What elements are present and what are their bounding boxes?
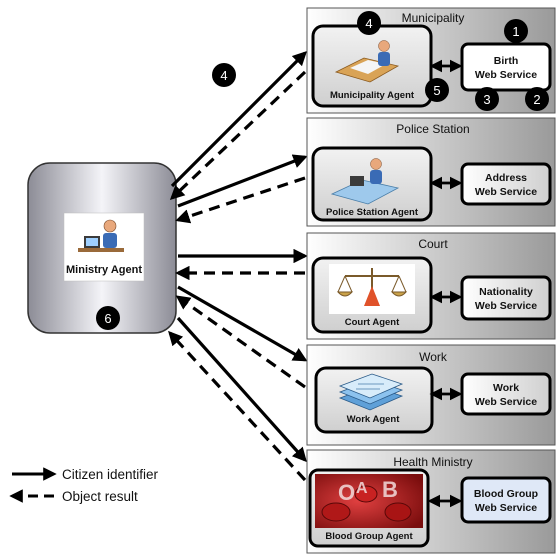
legend-solid-label: Citizen identifier <box>62 467 159 482</box>
agent-label: Municipality Agent <box>330 90 415 101</box>
svg-text:6: 6 <box>104 311 111 326</box>
legend: Citizen identifier Object result <box>9 467 159 504</box>
service-name: Birth <box>494 55 519 67</box>
arrow-request-work <box>177 285 308 362</box>
step-badge-4: 4 <box>357 11 381 35</box>
arrow-request-police <box>177 154 308 208</box>
connection-arrows <box>168 50 308 482</box>
svg-text:O: O <box>338 480 355 505</box>
svg-text:A: A <box>356 480 368 497</box>
svg-text:5: 5 <box>433 83 440 98</box>
panel-police-station: Police Station Police Station Agent Addr… <box>306 117 556 227</box>
arrow-result-health <box>168 330 307 482</box>
legend-dashed-label: Object result <box>62 489 138 504</box>
service-name: Address <box>485 172 527 184</box>
police-agent-icon <box>330 158 400 205</box>
step-badge-1: 1 <box>504 19 528 43</box>
panel-court: Court Court Agent Nationality Web Servic… <box>306 232 556 340</box>
panel-municipality: Municipality Municipality Agent 4 5 Birt… <box>306 7 556 114</box>
service-subtitle: Web Service <box>475 300 537 312</box>
service-subtitle: Web Service <box>475 502 537 514</box>
step-badge-5: 5 <box>425 78 449 102</box>
ministry-agent-icon <box>78 219 124 252</box>
svg-text:4: 4 <box>365 16 372 31</box>
arrow-result-work <box>175 295 306 389</box>
service-name: Work <box>493 382 519 394</box>
municipality-agent-icon <box>334 40 400 83</box>
ministry-agent-node: Ministry Agent 6 <box>27 162 177 334</box>
svg-text:1: 1 <box>512 24 519 39</box>
blood-cells-icon: O A B <box>315 474 423 528</box>
panel-title: Municipality <box>402 11 465 25</box>
arrow-result-police <box>175 176 306 224</box>
step-badge-3: 3 <box>475 87 499 111</box>
service-name: Nationality <box>479 286 533 298</box>
step-badge-2: 2 <box>525 87 549 111</box>
ministry-agent-label: Ministry Agent <box>66 264 142 276</box>
arrow-result-municipality <box>169 70 307 200</box>
agent-label: Police Station Agent <box>326 207 419 218</box>
agent-label: Court Agent <box>345 317 400 328</box>
agent-label: Blood Group Agent <box>325 531 413 542</box>
scales-of-justice-icon <box>336 268 408 306</box>
panel-title: Health Ministry <box>393 455 472 469</box>
arrow-request-health <box>176 316 307 463</box>
panel-title: Court <box>418 237 448 251</box>
panel-title: Police Station <box>396 122 469 136</box>
svg-text:B: B <box>382 477 398 502</box>
panel-work: Work Work Agent Work Web Service <box>306 344 556 446</box>
arrow-request-municipality <box>170 50 308 188</box>
step-badge-4-call: 4 <box>212 63 236 87</box>
svg-text:3: 3 <box>483 92 490 107</box>
svg-text:4: 4 <box>220 68 227 83</box>
service-subtitle: Web Service <box>475 186 537 198</box>
agent-label: Work Agent <box>347 414 401 425</box>
work-documents-icon <box>338 373 404 411</box>
svg-text:2: 2 <box>533 92 540 107</box>
step-badge-6: 6 <box>96 306 120 330</box>
panel-title: Work <box>419 350 448 364</box>
service-subtitle: Web Service <box>475 69 537 81</box>
service-subtitle: Web Service <box>475 396 537 408</box>
panel-health-ministry: Health Ministry O A B Blood Group Agent … <box>306 449 556 554</box>
service-name: Blood Group <box>474 488 538 500</box>
